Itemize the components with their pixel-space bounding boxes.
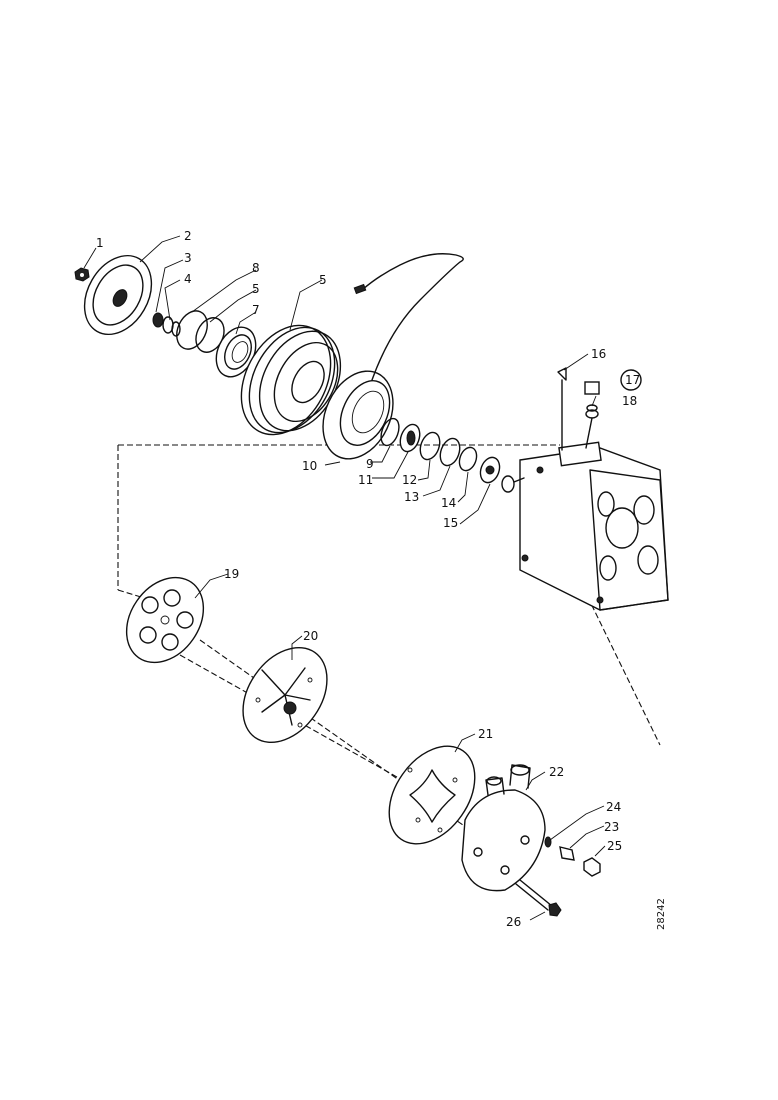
part-2-front-plate	[83, 254, 153, 336]
label-2: 2	[184, 229, 192, 243]
label-14: 14	[441, 496, 456, 510]
label-20: 20	[303, 629, 318, 643]
label-16: 16	[591, 347, 606, 361]
label-6: 5	[319, 273, 327, 287]
part-20-valve-plate	[242, 646, 328, 744]
label-9: 9	[366, 457, 374, 471]
label-7: 7	[252, 303, 260, 317]
label-18: 18	[622, 394, 637, 408]
label-23: 23	[604, 820, 619, 834]
label-4: 4	[184, 272, 192, 286]
part-10-field-coil	[322, 253, 464, 460]
label-26: 26	[506, 915, 521, 929]
drawing-code: 28242	[656, 898, 667, 930]
part-3-4-shims	[152, 312, 181, 337]
label-12: 12	[402, 473, 417, 487]
label-13: 13	[404, 490, 419, 504]
callout-circle-17	[620, 369, 642, 391]
label-8: 8	[252, 261, 260, 275]
label-15: 15	[443, 516, 458, 530]
part-6-pulley	[240, 324, 342, 436]
label-3: 3	[184, 251, 192, 265]
label-5: 5	[252, 282, 260, 296]
parts-23-25-fittings	[544, 836, 601, 877]
part-labels: 1 2 3 4 8 5 7 5 10 9 11 12 13 14 15 16 1…	[96, 229, 640, 929]
parts-9-15-seal-stack	[380, 417, 501, 484]
label-1: 1	[96, 236, 104, 250]
leader-lines	[83, 235, 606, 921]
part-19-gasket	[125, 576, 205, 664]
compressor-body	[501, 441, 669, 611]
label-19: 19	[224, 567, 239, 581]
part-22-cylinder-head	[461, 764, 546, 892]
part-21-head-gasket	[388, 745, 476, 845]
label-10: 10	[302, 459, 317, 473]
label-22: 22	[549, 765, 564, 779]
label-17: 17	[625, 373, 640, 387]
label-21: 21	[478, 727, 493, 741]
label-25: 25	[607, 839, 622, 853]
part-26-bolt	[515, 879, 562, 917]
label-11: 11	[358, 473, 373, 487]
part-1-nut	[74, 267, 90, 282]
label-24: 24	[606, 800, 621, 814]
parts-16-18-valve	[557, 367, 600, 451]
